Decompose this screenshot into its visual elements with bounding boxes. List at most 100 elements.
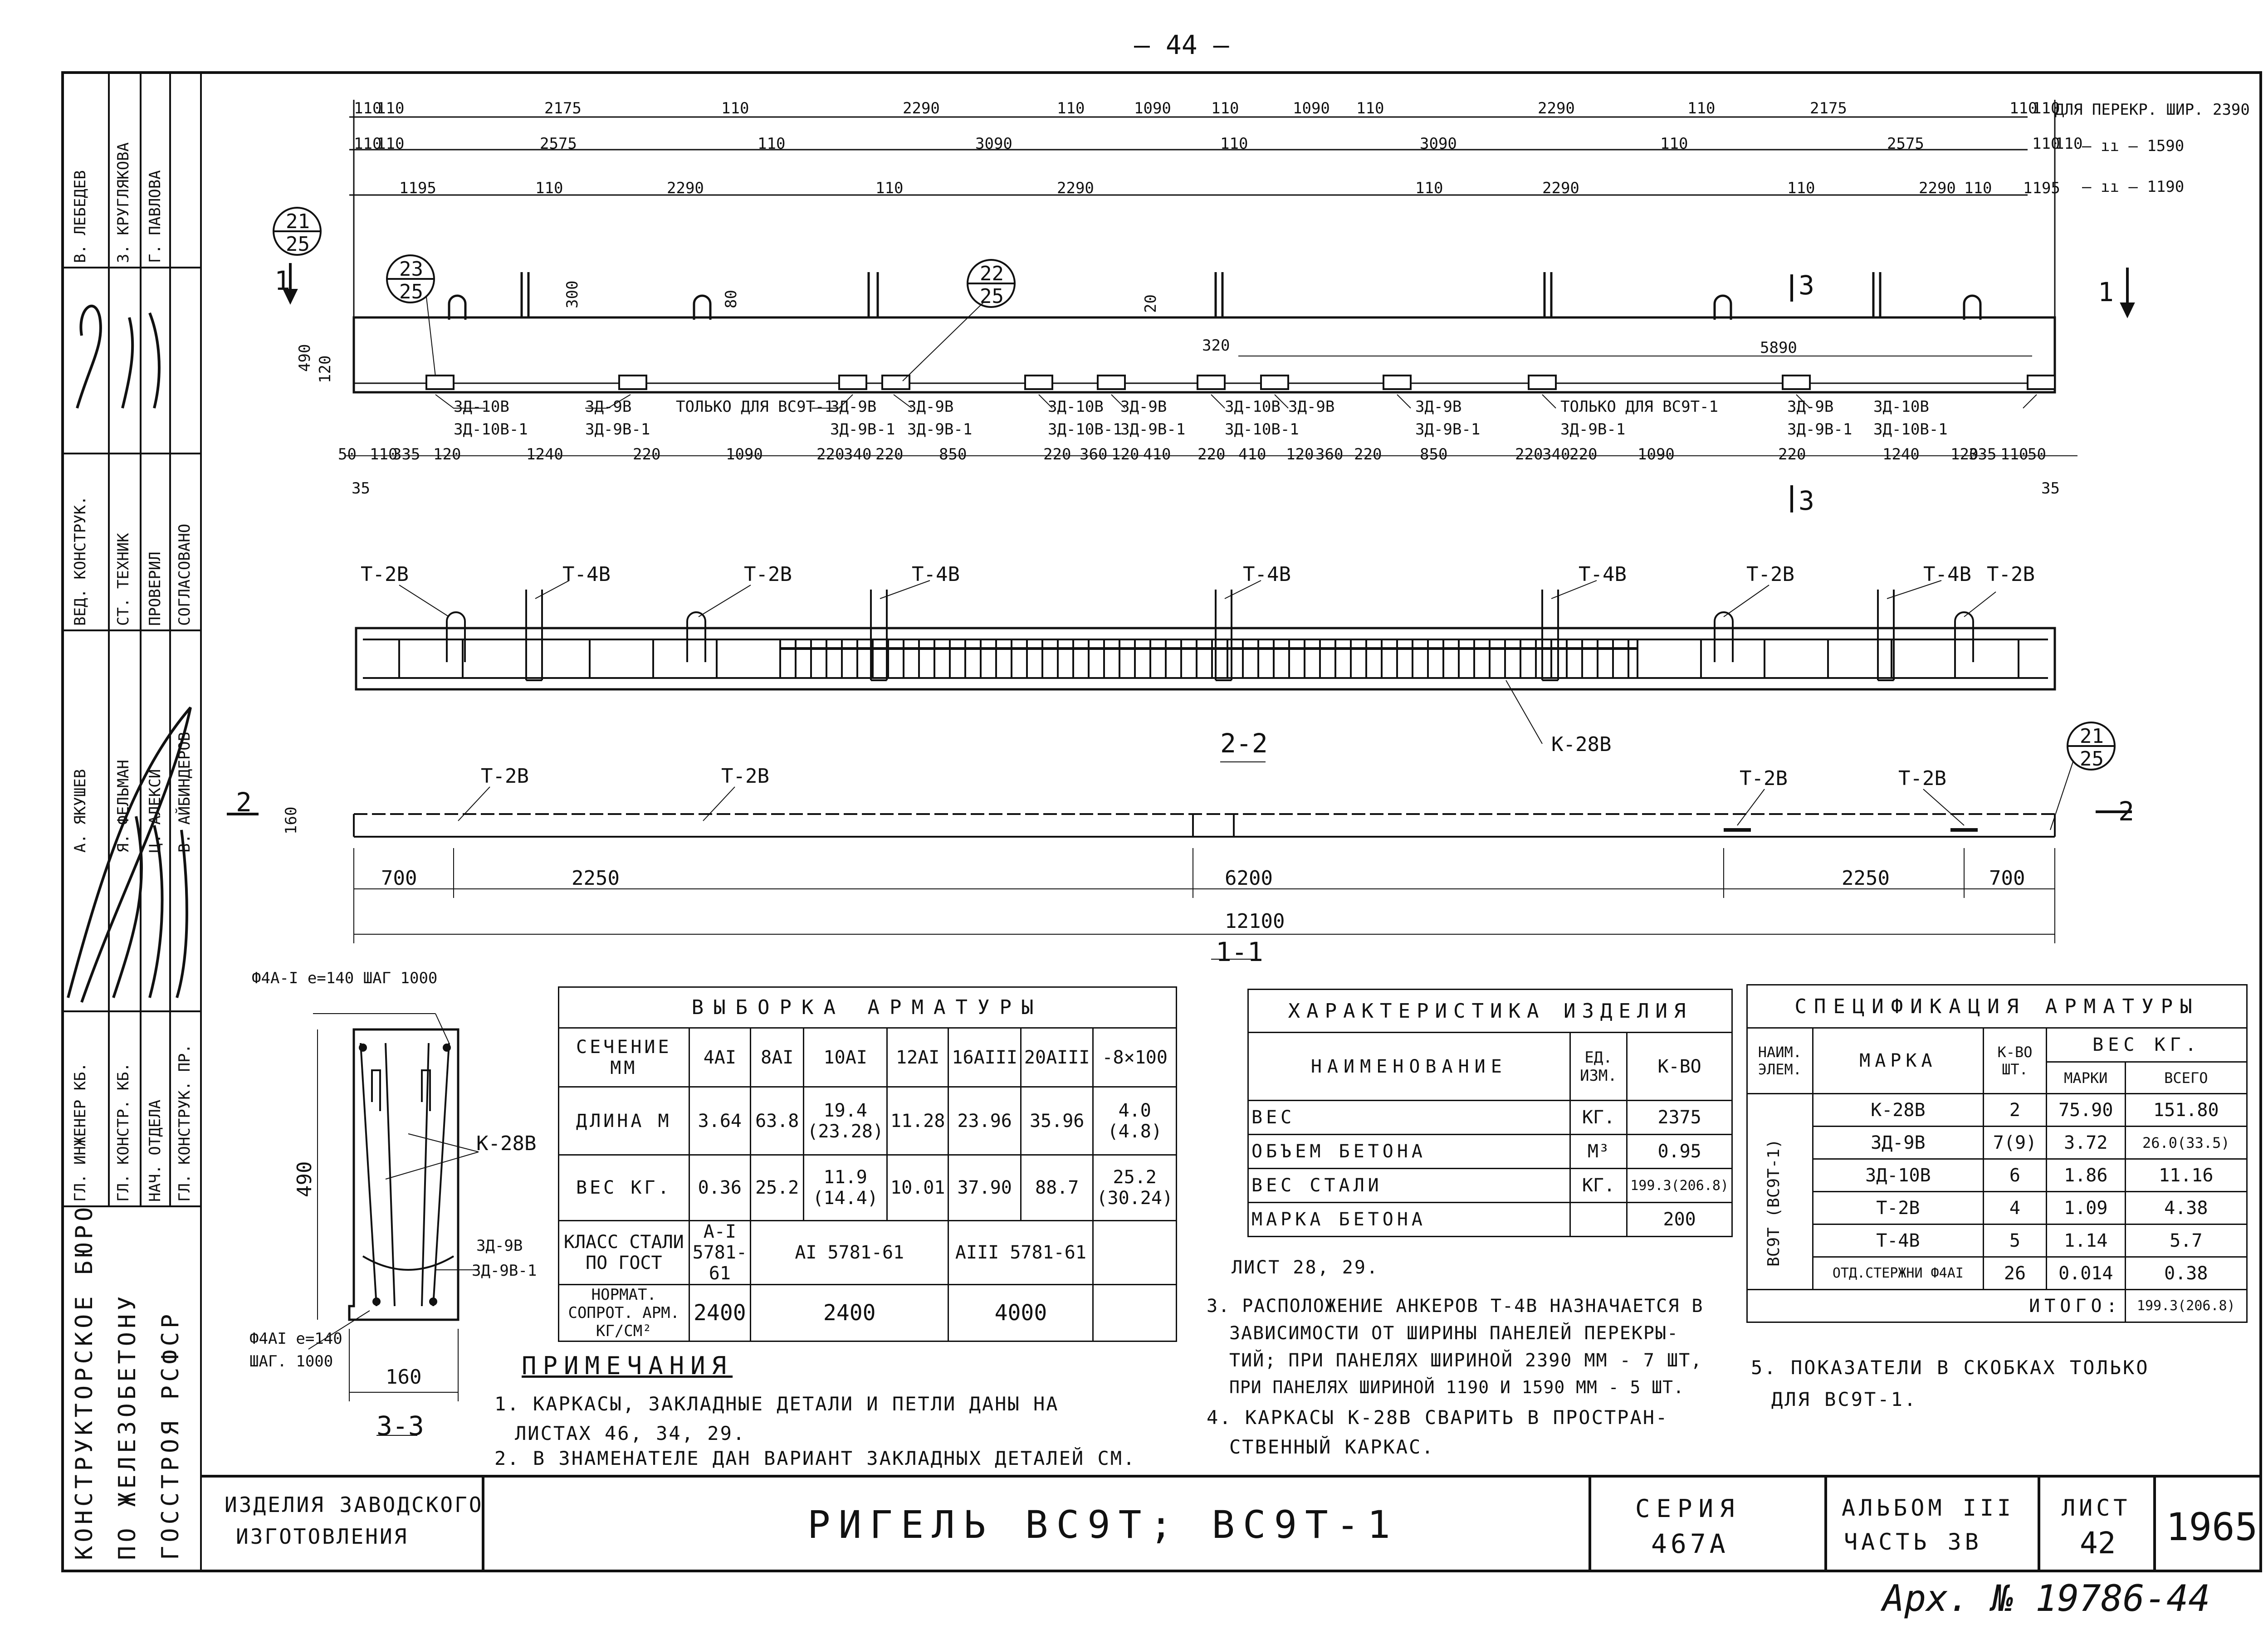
cage-label: Т-4В — [1243, 563, 1291, 586]
top-dim-value: 110 — [1220, 135, 1248, 153]
callout-21-left-bottom: 25 — [286, 233, 310, 256]
dim-35-right: 35 — [2041, 479, 2060, 498]
rebar-weight-cell: 11.9 (14.4) — [803, 1154, 888, 1221]
series-label: СЕРИЯ — [1635, 1494, 1741, 1523]
char-table-title: ХАРАКТЕРИСТИКА ИЗДЕЛИЯ — [1247, 989, 1733, 1033]
rebar-norm-cell: 2400 — [750, 1284, 949, 1342]
char-h-qty: К-ВО — [1626, 1032, 1733, 1101]
spec-h-elem: НАИМ. ЭЛЕМ. — [1746, 1027, 1813, 1094]
embedded-part-label: ТОЛЬКО ДЛЯ ВС9Т-1 — [1560, 398, 1718, 416]
embedded-part-label: 3Д-9В-1 — [1560, 420, 1626, 439]
elevation-bottom-dim: 335 — [392, 445, 420, 463]
plan-label-t2b-3: Т-2В — [1740, 767, 1788, 790]
callout-21-left-top: 21 — [286, 210, 310, 233]
callout-21-bottom: 25 — [2080, 747, 2104, 771]
embedded-part-label: 3Д-9В — [1415, 398, 1462, 416]
top-dim-value: 110 — [1660, 135, 1688, 153]
top-dim-value: 1195 — [399, 179, 436, 197]
top-dim-value: 1195 — [2023, 179, 2060, 197]
elevation-bottom-dim: 850 — [1420, 445, 1448, 463]
sec33-height-490: 490 — [293, 1161, 316, 1197]
rebar-norm-cell: 4000 — [948, 1284, 1094, 1342]
section-mark-2-left: 2 — [236, 787, 252, 818]
rebar-weight-cell: 25.2 — [750, 1154, 805, 1221]
section-1-1-title: 1-1 — [1216, 937, 1263, 967]
embedded-part-label: 3Д-9В-1 — [907, 420, 973, 439]
top-dim-value: 2290 — [1057, 179, 1094, 197]
plan-dim-2250-right: 2250 — [1842, 867, 1890, 890]
rebar-length-cell: 3.64 — [688, 1086, 752, 1156]
sec33-bottom-note-2: ШАГ. 1000 — [249, 1352, 333, 1371]
rebar-length-cell: 35.96 — [1020, 1086, 1094, 1156]
sec33-top-note: Ф4А-I е=140 ШАГ 1000 — [252, 969, 438, 987]
note-2: 2. В ЗНАМЕНАТЕЛЕ ДАН ВАРИАНТ ЗАКЛАДНЫХ Д… — [494, 1447, 1136, 1469]
spec-mark: 3Д-9В — [1812, 1126, 1984, 1160]
note-1a: 1. КАРКАСЫ, ЗАКЛАДНЫЕ ДЕТАЛИ И ПЕТЛИ ДАН… — [494, 1393, 1059, 1415]
top-dim-value: 110 — [2009, 99, 2038, 117]
elevation-bottom-dim: 50 — [338, 445, 357, 463]
spec-each: 1.09 — [2045, 1191, 2126, 1225]
sheet-value: 42 — [2080, 1526, 2116, 1561]
top-dim-value: 110 — [376, 135, 405, 153]
top-dim-value: 1090 — [1134, 99, 1171, 117]
elevation-bottom-dim: 220 — [1515, 445, 1543, 463]
section-mark-1-right: 1 — [2098, 277, 2114, 307]
top-dim-value: 2290 — [1538, 99, 1575, 117]
spec-total: 0.38 — [2124, 1256, 2248, 1290]
year: 1965 — [2166, 1505, 2258, 1549]
spec-each: 1.14 — [2045, 1224, 2126, 1258]
top-dim-value: 110 — [1787, 179, 1815, 197]
spec-qty: 26 — [1983, 1256, 2047, 1290]
top-dim-value: 110 — [2032, 135, 2060, 153]
spec-h-qty: К-ВО ШТ. — [1983, 1027, 2047, 1094]
notes-title: ПРИМЕЧАНИЯ — [522, 1351, 733, 1380]
signature-strip — [61, 71, 202, 1572]
note-3c: ТИЙ; ПРИ ПАНЕЛЯХ ШИРИНОЙ 2390 ММ - 7 ШТ, — [1229, 1350, 1703, 1371]
top-dim-row-1-note: ДЛЯ ПЕРЕКР. ШИР. 2390 — [2055, 101, 2250, 119]
embedded-part-label: 3Д-10В-1 — [1225, 420, 1299, 439]
top-dim-value: 3090 — [1420, 135, 1457, 153]
spec-each: 75.90 — [2045, 1093, 2126, 1127]
embedded-part-label: 3Д-10В — [1225, 398, 1281, 416]
note-3d: ПРИ ПАНЕЛЯХ ШИРИНОЙ 1190 И 1590 ММ - 5 Ш… — [1229, 1377, 1684, 1397]
product-type-line-1: ИЗДЕЛИЯ ЗАВОДСКОГО — [225, 1493, 484, 1517]
dim-35-left: 35 — [352, 479, 370, 498]
char-row-value: 0.95 — [1626, 1134, 1733, 1169]
series-value: 467А — [1651, 1528, 1729, 1559]
embedded-part-label: 3Д-10В — [454, 398, 509, 416]
embedded-part-label: 3Д-9В-1 — [1120, 420, 1186, 439]
rebar-class-cell: А-I 5781-61 — [688, 1220, 752, 1285]
sec33-title: 3-3 — [376, 1410, 424, 1441]
embedded-part-label: 3Д-9В — [830, 398, 877, 416]
rebar-h-weight: ВЕС КГ. — [558, 1154, 690, 1221]
spec-mark: К-28В — [1812, 1093, 1984, 1127]
elevation-bottom-dim: 340 — [1542, 445, 1570, 463]
top-dim-value: 110 — [2055, 135, 2083, 153]
spec-qty: 7(9) — [1983, 1126, 2047, 1160]
specification-table: СПЕЦИФИКАЦИЯ АРМАТУРЫ НАИМ. ЭЛЕМ. МАРКА … — [1746, 984, 2248, 1323]
section-2-2-title: 2-2 — [1220, 728, 1268, 759]
char-row-unit: М³ — [1569, 1134, 1628, 1169]
callout-23-bottom: 25 — [399, 280, 423, 303]
callout-21-top: 21 — [2080, 725, 2104, 748]
spec-total: 151.80 — [2124, 1093, 2248, 1127]
plan-total-12100: 12100 — [1225, 910, 1285, 933]
elevation-bottom-dim: 120 — [1286, 445, 1314, 463]
rebar-weight-cell: 37.90 — [948, 1154, 1022, 1221]
cage-label: Т-2В — [1987, 563, 2035, 586]
rebar-h-class: КЛАСС СТАЛИ ПО ГОСТ — [558, 1220, 690, 1285]
cage-label: Т-2В — [744, 563, 792, 586]
rebar-h-section: СЕЧЕНИЕ ММ — [558, 1027, 690, 1088]
note-5b: ДЛЯ ВС9Т-1. — [1771, 1388, 1918, 1410]
sheet-label: ЛИСТ — [2062, 1495, 2131, 1521]
char-row-unit — [1569, 1202, 1628, 1237]
embedded-part-label: 3Д-10В-1 — [1048, 420, 1122, 439]
note-3a: 3. РАСПОЛОЖЕНИЕ АНКЕРОВ Т-4В НАЗНАЧАЕТСЯ… — [1207, 1296, 1704, 1317]
embedded-part-label: 3Д-9В-1 — [1787, 420, 1853, 439]
elevation-bottom-dim: 220 — [1778, 445, 1806, 463]
char-row-name: ВЕС — [1247, 1100, 1571, 1135]
